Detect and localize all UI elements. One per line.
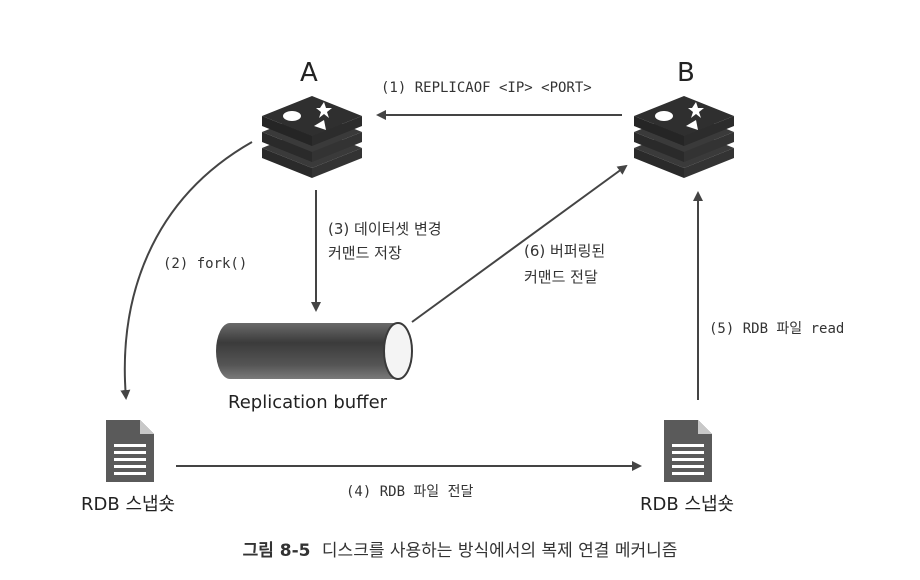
arrow-step2 [120, 141, 253, 400]
redis-server-a-icon [262, 96, 362, 178]
rdb-file-left-icon [106, 420, 154, 482]
step3-label-line1: (3) 데이터셋 변경 [328, 220, 442, 238]
node-b-title: B [677, 58, 695, 88]
rdb-file-right-label: RDB 스냅숏 [640, 494, 735, 515]
node-a-title: A [300, 58, 318, 88]
figure-number: 그림 8-5 [242, 541, 311, 561]
rdb-file-right-icon [664, 420, 712, 482]
step4-label: (4) RDB 파일 전달 [346, 484, 474, 500]
redis-server-b-icon [634, 96, 734, 178]
step6-label-line1: (6) 버퍼링된 [524, 242, 606, 260]
figure-caption: 그림 8-5 디스크를 사용하는 방식에서의 복제 연결 메커니즘 [0, 536, 920, 561]
step2-label: (2) fork() [163, 256, 248, 272]
replication-buffer-cylinder [216, 322, 413, 380]
rdb-file-left-label: RDB 스냅숏 [81, 494, 176, 515]
step6-label-line2: 커맨드 전달 [524, 268, 598, 286]
replication-buffer-label: Replication buffer [228, 392, 388, 413]
step1-label: (1) REPLICAOF <IP> <PORT> [381, 80, 592, 96]
arrow-step6 [411, 164, 628, 323]
step3-label-line2: 커맨드 저장 [328, 244, 402, 262]
step5-label: (5) RDB 파일 read [709, 321, 845, 337]
figure-caption-text: 디스크를 사용하는 방식에서의 복제 연결 메커니즘 [321, 541, 678, 561]
